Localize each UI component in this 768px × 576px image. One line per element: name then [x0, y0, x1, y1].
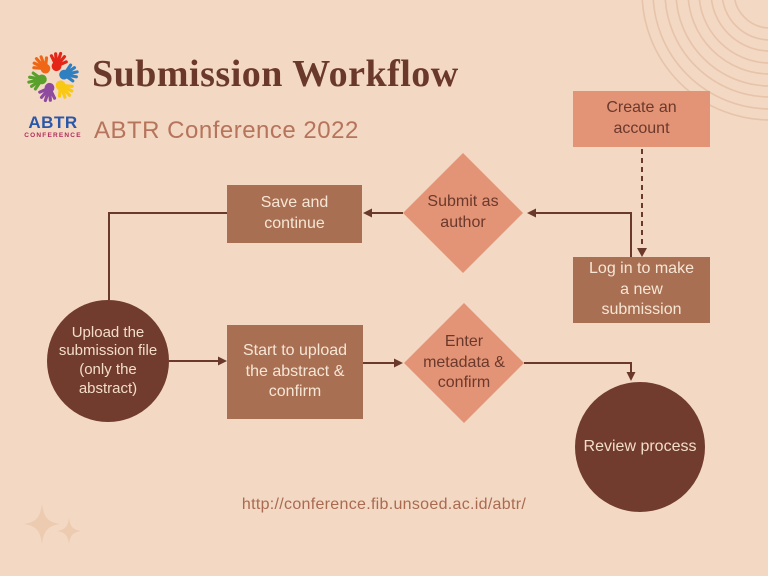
flow-node-upload-submission-file: Upload the submission file (only the abs…: [47, 300, 169, 422]
flow-node-log-in: Log in to make a new submission: [573, 257, 710, 323]
page-subtitle: ABTR Conference 2022: [94, 117, 359, 144]
edge-login-to-submit: [533, 212, 632, 257]
flow-node-label: Submit as author: [427, 193, 499, 231]
flow-node-create-account: Create an account: [573, 91, 710, 147]
flow-node-label: Log in to make a new submission: [589, 259, 694, 319]
flow-node-label: Start to upload the abstract & confirm: [242, 341, 348, 401]
arrowhead-left-icon: [527, 208, 536, 218]
flow-node-save-and-continue: Save and continue: [227, 185, 362, 243]
page-title: Submission Workflow: [92, 53, 459, 95]
flow-node-enter-metadata: Enter metadata & confirm: [404, 303, 524, 423]
arrowhead-right-icon: [394, 358, 403, 368]
flow-node-label: Create an account: [606, 99, 677, 137]
conference-url: http://conference.fib.unsoed.ac.id/abtr/: [241, 496, 527, 513]
edge-meta-to-review: [524, 362, 632, 374]
flow-node-review-process: Review process: [575, 382, 705, 512]
arrowhead-down-icon: [626, 372, 636, 381]
logo-name: ABTR: [28, 113, 78, 132]
logo-subname: CONFERENCE: [24, 132, 82, 139]
abtr-logo-hands-icon: [25, 48, 81, 106]
flow-node-label: Enter metadata & confirm: [423, 332, 505, 392]
flow-node-label: Save and continue: [260, 194, 329, 232]
sparkles-icon: [24, 504, 81, 544]
flow-node-submit-as-author: Submit as author: [403, 153, 523, 273]
flow-node-label: Upload the submission file (only the abs…: [58, 323, 158, 397]
flow-node-start-to-upload: Start to upload the abstract & confirm: [227, 325, 363, 419]
arrowhead-right-icon: [218, 356, 227, 366]
arrowhead-down-icon: [637, 248, 647, 257]
flow-node-label: Review process: [583, 437, 697, 455]
edge-save-to-upload: [108, 212, 227, 300]
arrowhead-left-icon: [363, 208, 372, 218]
